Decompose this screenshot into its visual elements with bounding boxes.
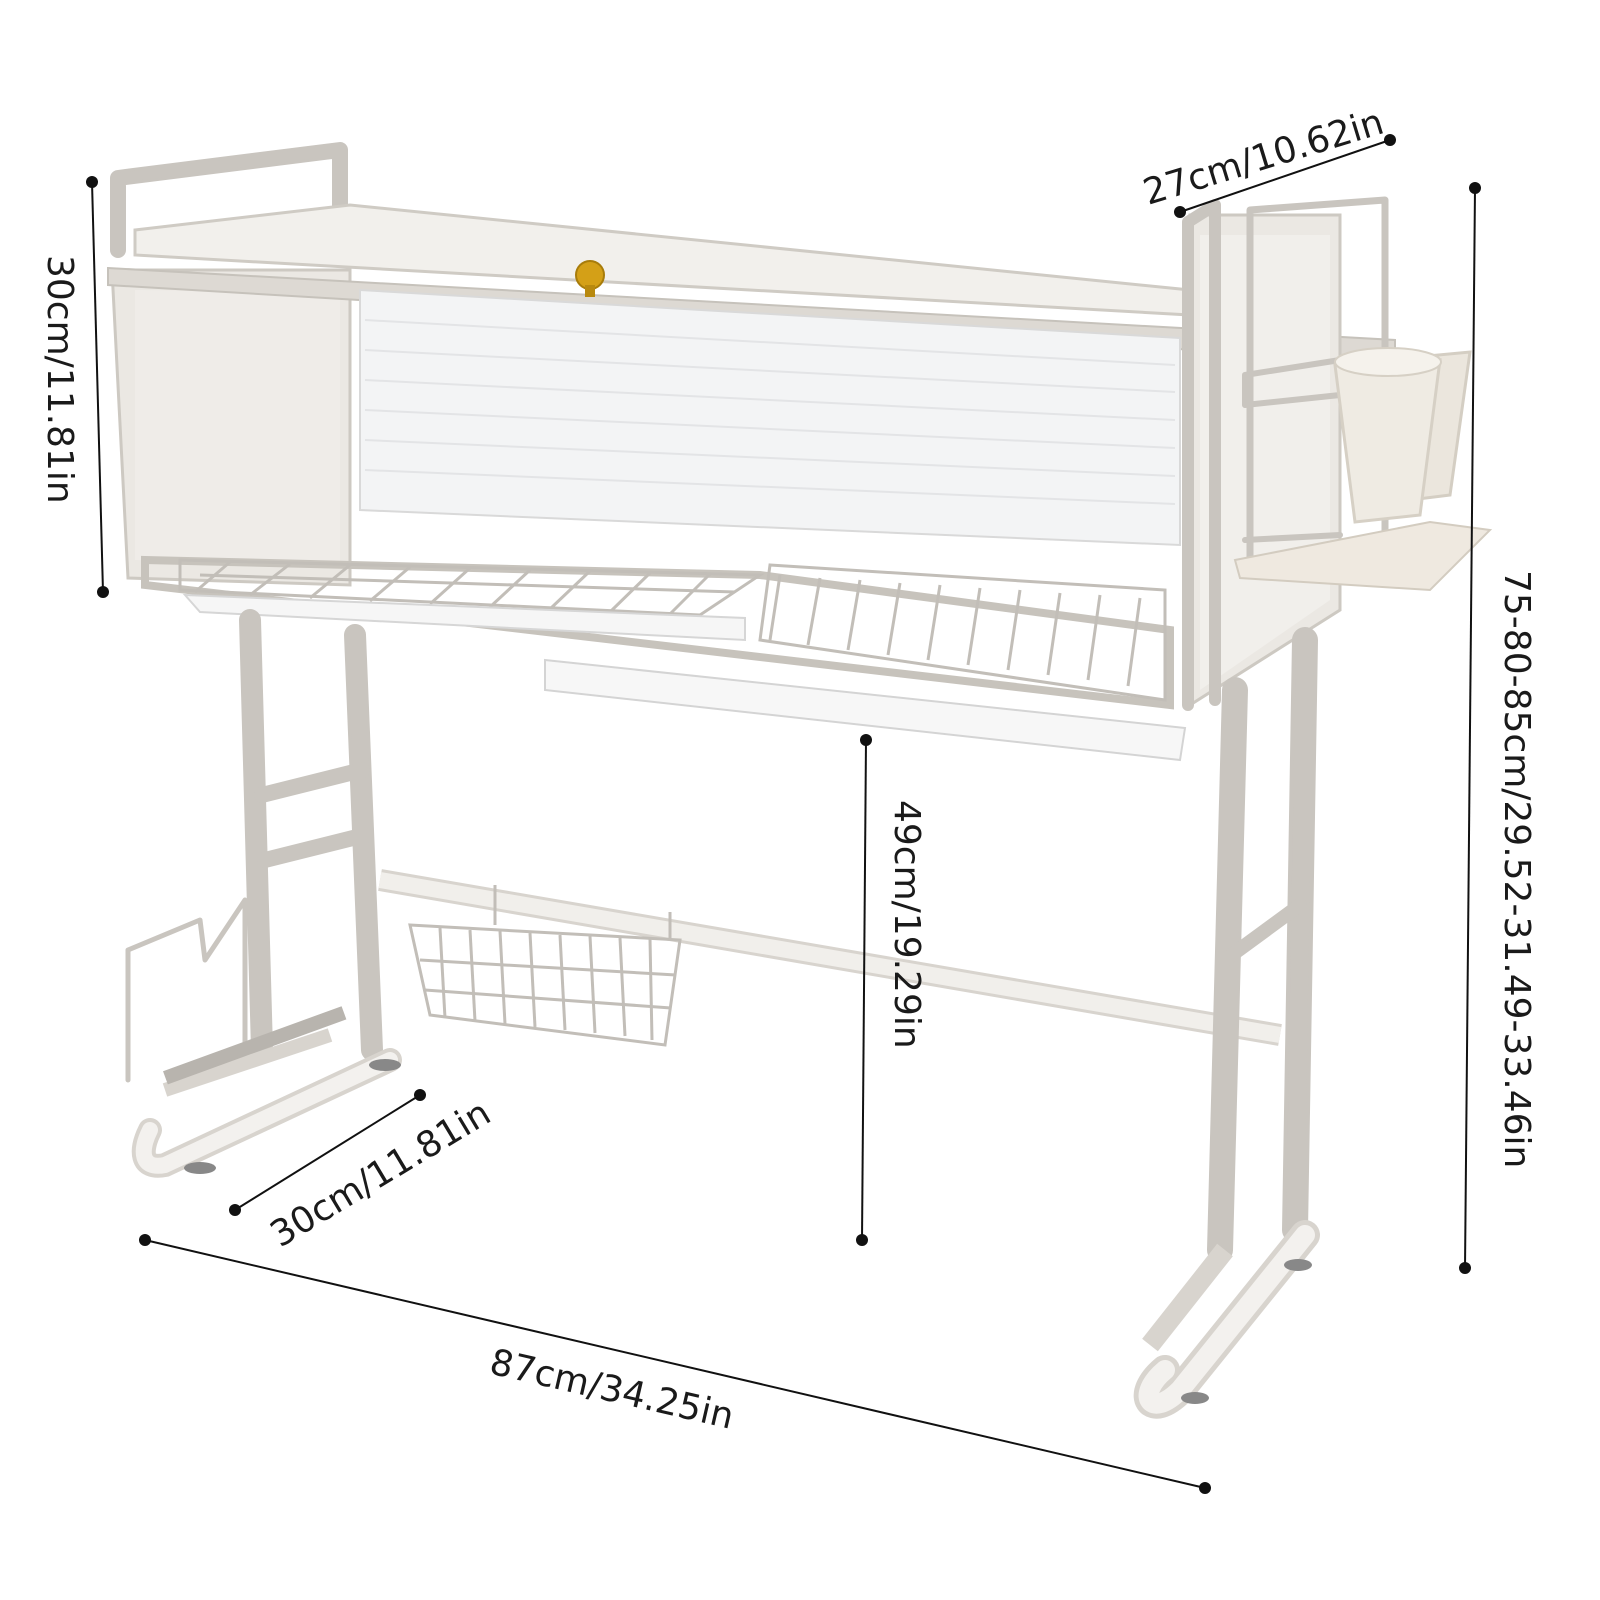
dish-rack [107,142,1493,1419]
left-legs [125,609,402,1178]
label-overall-width: 87cm/34.25in [486,1342,738,1438]
drip-tray-right [544,658,1187,762]
dimension-clearance-height: 49cm/19.29in [856,734,927,1246]
gold-knob [575,260,605,290]
label-overall-height: 75-80-85cm/29.52-31.49-33.46in [1496,570,1537,1168]
wire-grid [178,558,765,617]
pot-lid-holder [125,897,248,1083]
drip-tray-left [182,593,746,642]
right-legs [1133,627,1320,1419]
label-base-depth: 30cm/11.81in [264,1092,498,1255]
dimension-overall-height: 75-80-85cm/29.52-31.49-33.46in [1459,182,1537,1274]
wire-basket [408,885,682,1047]
utensil-holder [1233,196,1493,592]
dimension-top-height: 30cm/11.81in [39,176,109,598]
label-clearance-height: 49cm/19.29in [886,800,927,1049]
utensil-tray [1233,520,1493,592]
plate-rack [758,563,1167,702]
dimension-overall-width: 87cm/34.25in [139,1234,1211,1494]
label-top-height: 30cm/11.81in [39,255,80,504]
label-shelf-depth: 27cm/10.62in [1139,102,1389,214]
